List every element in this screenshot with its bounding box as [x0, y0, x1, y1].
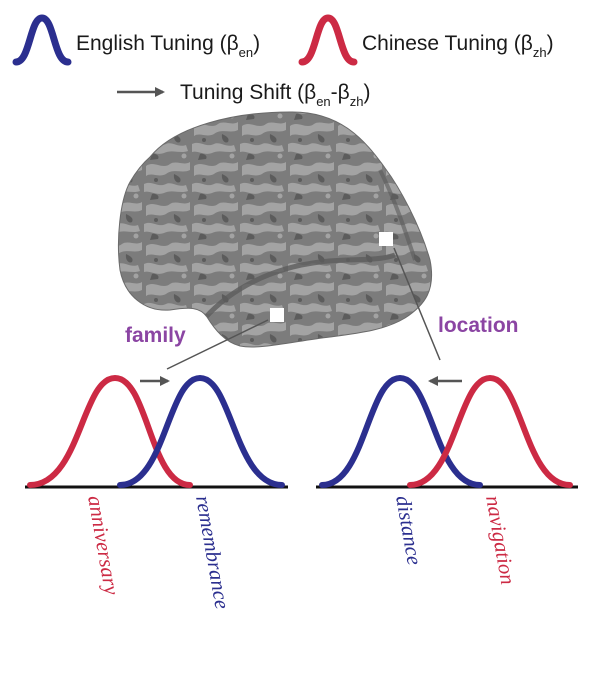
- chinese-bell-curve-icon: [298, 14, 358, 66]
- location-pointer-line: [393, 247, 441, 361]
- word-anniversary: anniversary: [83, 494, 124, 598]
- roi-marker-family: [270, 308, 284, 322]
- legend: English Tuning (βen) Chinese Tuning (βzh…: [12, 14, 554, 109]
- roi-marker-location: [379, 232, 393, 246]
- english-tuning-curve-family: [117, 374, 285, 488]
- brain-surface: [118, 111, 433, 348]
- word-remembrance: remembrance: [191, 494, 235, 611]
- word-navigation: navigation: [481, 494, 520, 587]
- legend-shift: Tuning Shift (βen-βzh): [180, 81, 370, 109]
- english-tuning-curve-location: [319, 374, 483, 488]
- legend-english: English Tuning (βen): [76, 32, 260, 60]
- tuning-panel-family: anniversary remembrance: [25, 374, 288, 611]
- legend-chinese: Chinese Tuning (βzh): [362, 32, 554, 60]
- roi-label-location: location: [438, 314, 519, 337]
- tuning-panel-location: distance navigation: [316, 374, 578, 587]
- english-bell-curve-icon: [12, 14, 72, 66]
- family-pointer-line: [166, 319, 269, 370]
- roi-label-family: family: [125, 324, 186, 347]
- word-distance: distance: [391, 494, 427, 567]
- chinese-tuning-curve-location: [407, 374, 573, 488]
- chinese-tuning-curve-family: [27, 374, 193, 488]
